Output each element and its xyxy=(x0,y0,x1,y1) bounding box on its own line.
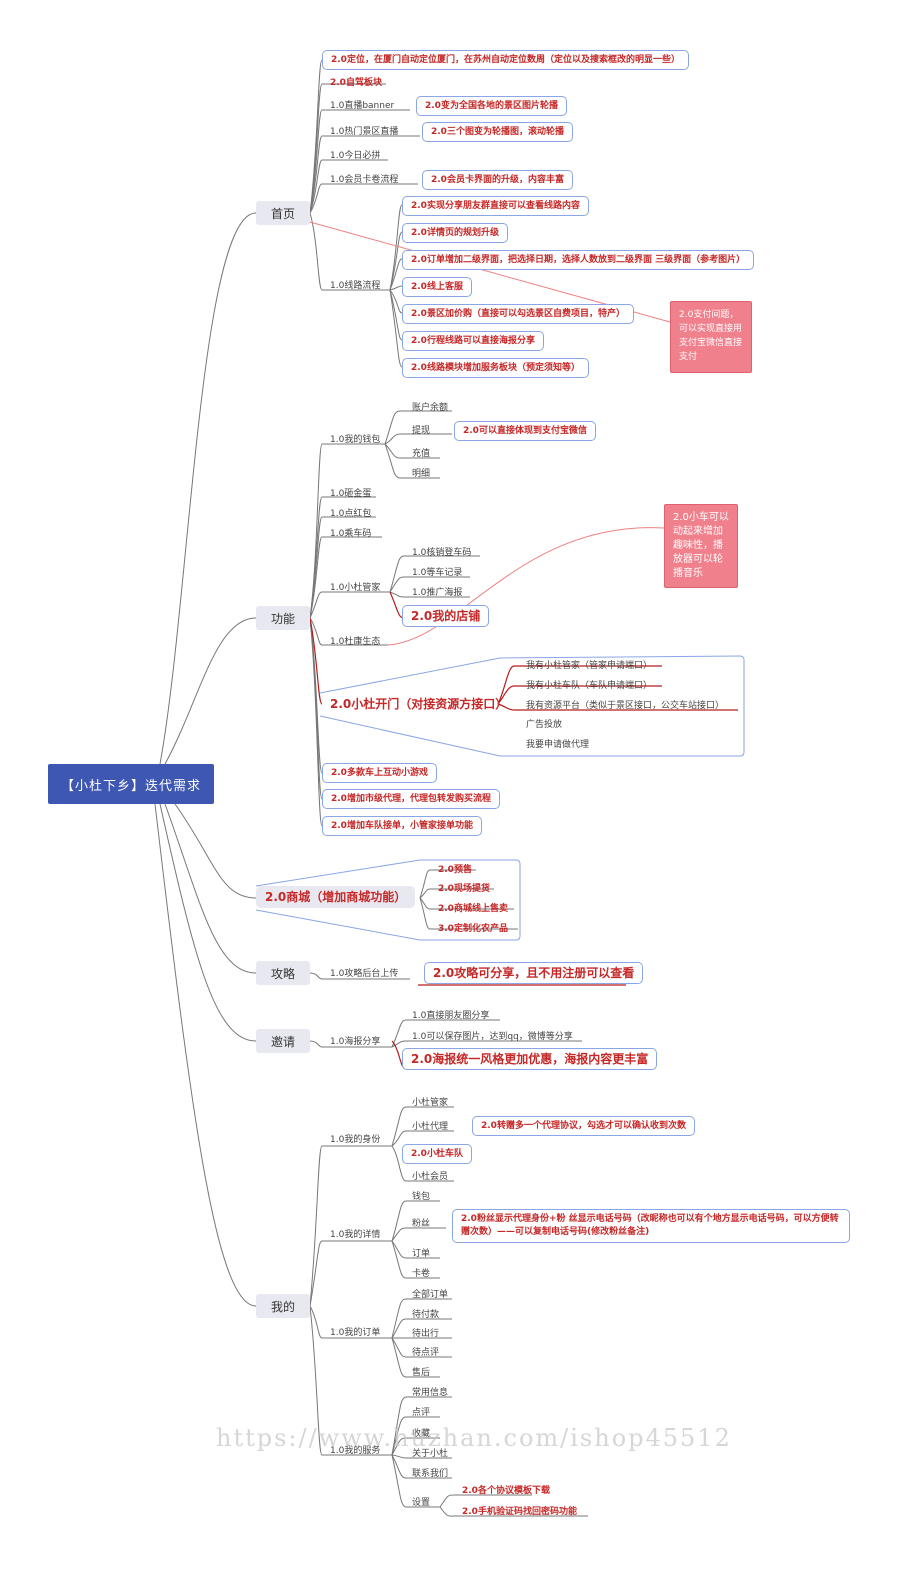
feature-car-note[interactable]: 2.0小车可以动起来增加趣味性，播放器可以轮播音乐 xyxy=(664,504,738,588)
feature-agent[interactable]: 2.0增加市级代理，代理包转发购买流程 xyxy=(322,789,500,809)
feature-golden-egg[interactable]: 1.0砸金蛋 xyxy=(330,489,372,499)
feature-butler[interactable]: 1.0小杜管家 xyxy=(330,583,381,593)
orders-item[interactable]: 待出行 xyxy=(412,1329,440,1339)
wallet-withdraw[interactable]: 提现 xyxy=(412,426,431,436)
guide-upload[interactable]: 1.0攻略后台上传 xyxy=(330,969,399,979)
topic-mine[interactable]: 我的 xyxy=(256,1294,310,1318)
service-item[interactable]: 点评 xyxy=(412,1408,431,1418)
home-hot[interactable]: 1.0热门景区直播 xyxy=(330,127,399,137)
feature-open[interactable]: 2.0小杜开门（对接资源方接口） xyxy=(330,697,508,711)
mine-identity[interactable]: 1.0我的身份 xyxy=(330,1135,381,1145)
route-item[interactable]: 2.0线上客服 xyxy=(402,277,472,297)
mall-item[interactable]: 2.0商城线上售卖 xyxy=(438,904,508,914)
invite-item[interactable]: 1.0直接朋友圈分享 xyxy=(412,1011,490,1021)
home-must[interactable]: 1.0今日必拼 xyxy=(330,151,381,161)
home-member-v2[interactable]: 2.0会员卡界面的升级，内容丰富 xyxy=(422,170,573,190)
home-payment-note[interactable]: 2.0支付间题，可以实现直接用支付宝微信直接支付 xyxy=(670,301,752,373)
orders-item[interactable]: 售后 xyxy=(412,1368,431,1378)
home-locate[interactable]: 2.0定位，在厦门自动定位厦门，在苏州自动定位数周（定位以及搜索框改的明显一些） xyxy=(322,50,689,70)
open-item[interactable]: 我有小杜车队（车队申请端口） xyxy=(526,681,653,691)
identity-agent-v2[interactable]: 2.0转赠多一个代理协议，勾选才可以确认收到次数 xyxy=(472,1116,695,1136)
identity-item[interactable]: 小杜管家 xyxy=(412,1098,449,1108)
feature-ride-code[interactable]: 1.0乘车码 xyxy=(330,529,372,539)
service-item[interactable]: 收藏 xyxy=(412,1429,431,1439)
home-banner-v2[interactable]: 2.0变为全国各地的景区图片轮播 xyxy=(416,96,567,116)
orders-item[interactable]: 待付款 xyxy=(412,1310,440,1320)
topic-mall[interactable]: 2.0商城（增加商城功能） xyxy=(256,886,416,908)
open-item[interactable]: 广告投放 xyxy=(526,720,563,730)
mall-item[interactable]: 2.0现场提货 xyxy=(438,884,490,894)
details-item[interactable]: 订单 xyxy=(412,1249,431,1259)
route-item[interactable]: 2.0详情页的规划升级 xyxy=(402,223,508,243)
open-item[interactable]: 我有资源平台（类似于景区接口，公交车站接口） xyxy=(526,701,725,711)
topic-features[interactable]: 功能 xyxy=(256,606,310,630)
home-selfdrive[interactable]: 2.0自驾板块 xyxy=(330,78,382,88)
feature-community[interactable]: 1.0杜康生态 xyxy=(330,637,381,647)
wallet-recharge[interactable]: 充值 xyxy=(412,449,431,459)
open-item[interactable]: 我有小杜管家（管家申请端口） xyxy=(526,661,653,671)
invite-unify[interactable]: 2.0海报统一风格更加优惠，海报内容更丰富 xyxy=(402,1048,658,1070)
butler-item[interactable]: 1.0等车记录 xyxy=(412,568,463,578)
orders-item[interactable]: 待点评 xyxy=(412,1348,440,1358)
home-member[interactable]: 1.0会员卡卷流程 xyxy=(330,175,399,185)
settings-item[interactable]: 2.0手机验证码找回密码功能 xyxy=(462,1507,577,1517)
guide-share[interactable]: 2.0攻略可分享，且不用注册可以查看 xyxy=(424,962,644,984)
mall-item[interactable]: 2.0预售 xyxy=(438,865,472,875)
service-item[interactable]: 设置 xyxy=(412,1498,431,1508)
details-fans-v2[interactable]: 2.0粉丝显示代理身份+粉 丝显示电话号码（改昵称也可以有个地方显示电话号码，可… xyxy=(452,1209,850,1243)
wallet-detail[interactable]: 明细 xyxy=(412,469,431,479)
topic-guide[interactable]: 攻略 xyxy=(256,961,310,985)
home-hot-v2[interactable]: 2.0三个图变为轮播图，滚动轮播 xyxy=(422,122,573,142)
route-item[interactable]: 2.0线路模块增加服务板块（预定须知等） xyxy=(402,358,589,378)
topic-home[interactable]: 首页 xyxy=(256,201,310,225)
butler-my-shop[interactable]: 2.0我的店铺 xyxy=(402,605,490,627)
open-item[interactable]: 我要申请做代理 xyxy=(526,740,590,750)
feature-games[interactable]: 2.0多款车上互动小游戏 xyxy=(322,763,437,783)
root-node[interactable]: 【小杜下乡】迭代需求 xyxy=(48,764,214,804)
home-route[interactable]: 1.0线路流程 xyxy=(330,281,381,291)
service-item[interactable]: 联系我们 xyxy=(412,1469,449,1479)
mine-orders[interactable]: 1.0我的订单 xyxy=(330,1328,381,1338)
butler-item[interactable]: 1.0核销登车码 xyxy=(412,548,472,558)
invite-item[interactable]: 1.0可以保存图片，达到qq，微博等分享 xyxy=(412,1032,573,1042)
invite-poster[interactable]: 1.0海报分享 xyxy=(330,1037,381,1047)
wallet-withdraw-v2[interactable]: 2.0可以直接体现到支付宝微信 xyxy=(454,421,596,441)
orders-item[interactable]: 全部订单 xyxy=(412,1290,449,1300)
mall-item[interactable]: 3.0定制化农产品 xyxy=(438,924,508,934)
feature-wallet[interactable]: 1.0我的钱包 xyxy=(330,435,381,445)
route-item[interactable]: 2.0订单增加二级界面，把选择日期，选择人数放到二级界面 三级界面（参考图片） xyxy=(402,250,755,270)
mine-details[interactable]: 1.0我的详情 xyxy=(330,1230,381,1240)
details-item[interactable]: 钱包 xyxy=(412,1192,431,1202)
watermark: https://www.huzhan.com/ishop45512 xyxy=(216,1424,732,1452)
route-item[interactable]: 2.0景区加价购（直接可以勾选景区自费项目，特产） xyxy=(402,304,634,324)
service-item[interactable]: 关于小杜 xyxy=(412,1449,449,1459)
route-item[interactable]: 2.0实现分享朋友群直接可以查看线路内容 xyxy=(402,196,589,216)
details-item[interactable]: 卡卷 xyxy=(412,1269,431,1279)
topic-invite[interactable]: 邀请 xyxy=(256,1029,310,1053)
feature-fleet[interactable]: 2.0增加车队接单，小管家接单功能 xyxy=(322,816,482,836)
service-item[interactable]: 常用信息 xyxy=(412,1388,449,1398)
mine-service[interactable]: 1.0我的服务 xyxy=(330,1446,381,1456)
settings-item[interactable]: 2.0各个协议模板下载 xyxy=(462,1486,550,1496)
identity-item[interactable]: 2.0小杜车队 xyxy=(402,1144,472,1164)
identity-item[interactable]: 小杜代理 xyxy=(412,1122,449,1132)
details-item[interactable]: 粉丝 xyxy=(412,1219,431,1229)
route-item[interactable]: 2.0行程线路可以直接海报分享 xyxy=(402,331,544,351)
butler-item[interactable]: 1.0推广海报 xyxy=(412,588,463,598)
home-banner[interactable]: 1.0直播banner xyxy=(330,101,395,111)
wallet-balance[interactable]: 账户余额 xyxy=(412,403,449,413)
feature-red-packet[interactable]: 1.0点红包 xyxy=(330,509,372,519)
identity-item[interactable]: 小杜会员 xyxy=(412,1172,449,1182)
